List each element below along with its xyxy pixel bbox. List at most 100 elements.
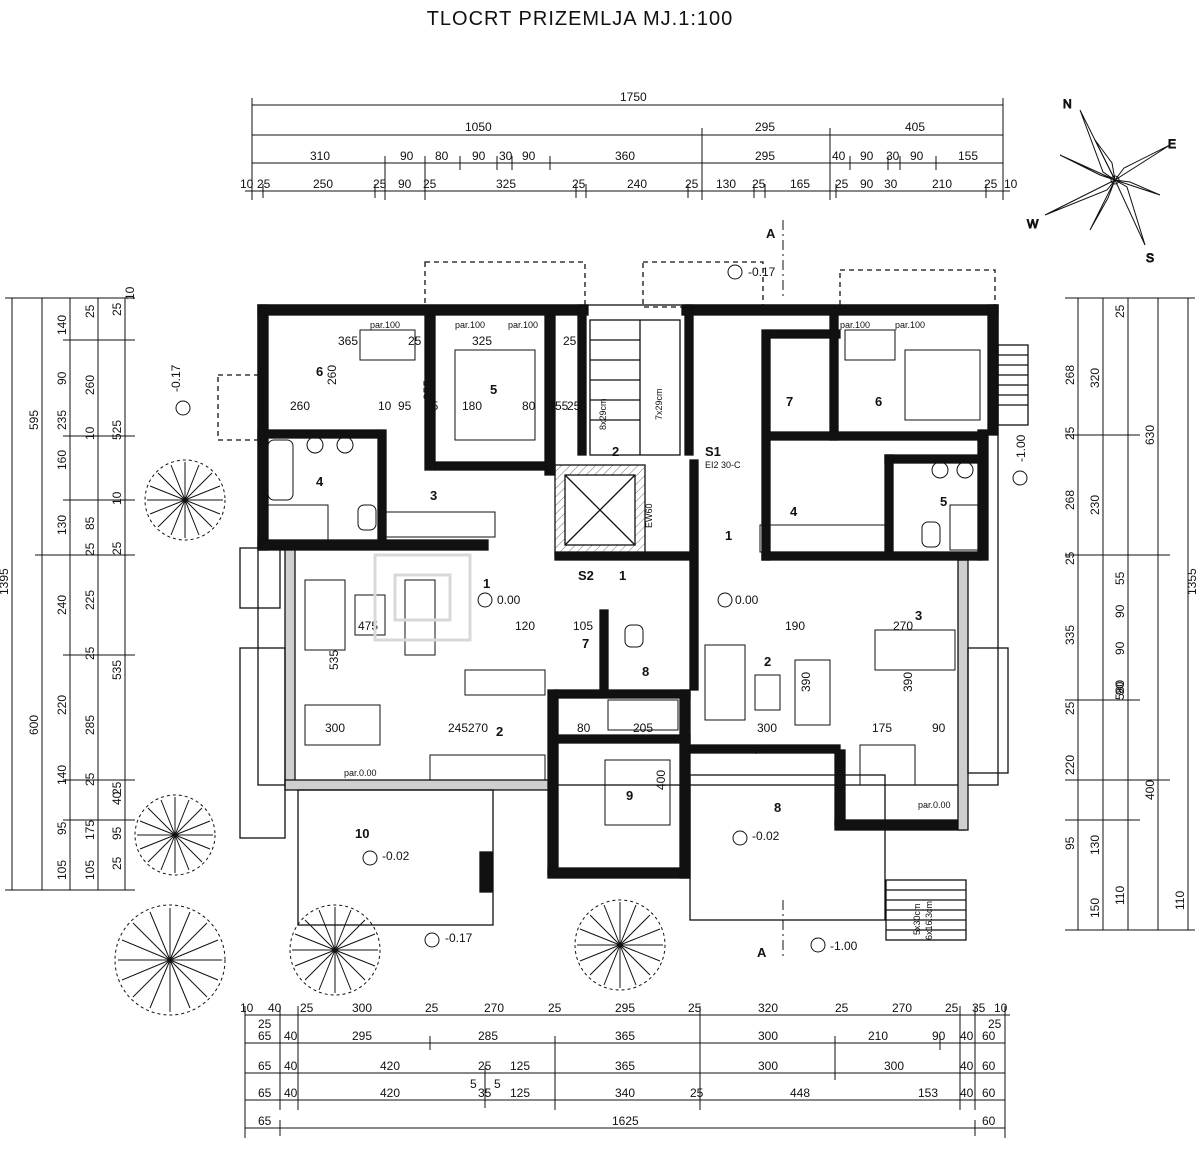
annot-par000-a: par.0.00: [344, 768, 377, 778]
dim-b3-3: 25: [478, 1059, 492, 1073]
level-l4: 0.00: [735, 593, 759, 607]
idim-25b: 25: [425, 399, 439, 413]
dim-r4-7: 90: [1113, 641, 1127, 655]
idim-175: 175: [872, 721, 892, 735]
dim-t4-3: 25: [373, 177, 387, 191]
sofa-icon: [794, 659, 831, 726]
level-marker-icon: [175, 400, 191, 416]
dim-b4-6: 25: [690, 1086, 704, 1100]
room-right-2: 2: [764, 654, 771, 669]
dining-table-icon: [859, 744, 916, 786]
dim-b3-5: 365: [615, 1059, 635, 1073]
dim-b4-4: 125: [510, 1086, 530, 1100]
dim-l5-8: 95: [110, 826, 124, 840]
dim-l5-1: 10: [123, 286, 137, 300]
dim-t3-10: 30: [886, 149, 900, 163]
tree-icon: [144, 459, 226, 541]
dim-295: 295: [755, 120, 775, 134]
dim-b4-0: 65: [258, 1086, 272, 1100]
dim-b1-4: 25: [425, 1001, 439, 1015]
dim-l3-9: 105: [55, 860, 69, 880]
sink-icon: [956, 461, 974, 479]
dim-b4-5: 340: [615, 1086, 635, 1100]
dim-r2-0: 630: [1143, 425, 1157, 445]
dim-t4-0: 10: [240, 177, 254, 191]
bed-icon: [454, 349, 536, 441]
dim-t4-12: 165: [790, 177, 810, 191]
dim-b5-1: 1625: [612, 1114, 639, 1128]
room-left-3: 3: [430, 488, 437, 503]
dim-t4-7: 25: [572, 177, 586, 191]
top-dimension-chains: [245, 98, 1010, 200]
section-mark-top: A: [766, 226, 776, 241]
dim-b2-2: 295: [352, 1029, 372, 1043]
dim-l3-5: 240: [55, 595, 69, 615]
level-l2: -0.17: [748, 265, 776, 279]
idim-10: 10: [378, 399, 392, 413]
dim-b1-3: 300: [352, 1001, 372, 1015]
annot-stairs1: 8x29cm: [598, 398, 608, 430]
tree-icon: [134, 794, 216, 876]
dim-t4-11: 25: [752, 177, 766, 191]
annot-ei: EI2 30-C: [705, 460, 741, 470]
compass-s: S: [1146, 251, 1154, 265]
dim-b1-12: 25: [945, 1001, 959, 1015]
section-mark-bottom: A: [757, 945, 767, 960]
annot-par100-e: par.100: [895, 320, 925, 330]
dim-r5-0: 25: [1113, 304, 1127, 318]
room-left-5: 5: [490, 382, 497, 397]
sink-icon: [306, 436, 324, 454]
kitchen-counter-icon: [759, 524, 886, 553]
coffee-table-icon: [754, 674, 781, 711]
dim-r3-1: 25: [1063, 426, 1077, 440]
room-left-2-stair: 2: [612, 444, 619, 459]
idim-270b: 270: [893, 619, 913, 633]
room-left-7: 7: [582, 636, 589, 651]
dim-t4-17: 25: [984, 177, 998, 191]
idim-365: 365: [338, 334, 358, 348]
room-stair-1: 1: [619, 568, 626, 583]
sink-icon: [336, 436, 354, 454]
dim-l3-8: 95: [55, 821, 69, 835]
dim-t4-2: 250: [313, 177, 333, 191]
dim-l3-7: 140: [55, 765, 69, 785]
idim-260h: 260: [290, 399, 310, 413]
dim-t4-8: 240: [627, 177, 647, 191]
dim-l3-2: 235: [55, 410, 69, 430]
shower-icon: [949, 504, 981, 551]
dim-r2-2: 400: [1143, 780, 1157, 800]
level-marker-icon: [362, 850, 378, 866]
dim-l3-0: 140: [55, 315, 69, 335]
level-l8: -0.17: [445, 931, 473, 945]
idim-535: 535: [327, 650, 341, 670]
dim-l4-10: 105: [83, 860, 97, 880]
tree-icon: [289, 904, 381, 996]
dim-t3-4: 30: [499, 149, 513, 163]
room-right-8: 8: [774, 800, 781, 815]
dim-t3-9: 90: [860, 149, 874, 163]
room-left-4: 4: [316, 474, 324, 489]
right-dimension-chains: [1065, 297, 1195, 931]
room-right-7: 7: [786, 394, 793, 409]
level-l7: -0.02: [752, 829, 780, 843]
annot-stairs4: 6x16.3cm: [924, 901, 934, 940]
idim-245: 245: [448, 721, 468, 735]
dim-t4-1: 25: [257, 177, 271, 191]
level-marker-icon: [717, 592, 733, 608]
dim-t3-11: 90: [910, 149, 924, 163]
idim-190: 190: [785, 619, 805, 633]
dim-r-1355: 1355: [1185, 568, 1199, 595]
dim-b1b-1: 25: [988, 1017, 1002, 1031]
dim-r3-2: 268: [1063, 490, 1077, 510]
idim-25a: 25: [408, 334, 422, 348]
dim-b1-10: 25: [835, 1001, 849, 1015]
compass-e: E: [1168, 137, 1176, 151]
dim-r3-4: 335: [1063, 625, 1077, 645]
dim-r4-6: 90: [1113, 604, 1127, 618]
dim-b4-7: 448: [790, 1086, 810, 1100]
level-marker-icon: [424, 932, 440, 948]
kitchen-counter-icon: [384, 511, 496, 538]
compass-rose-icon: N E S W: [1027, 97, 1177, 266]
idim-205: 205: [633, 721, 653, 735]
